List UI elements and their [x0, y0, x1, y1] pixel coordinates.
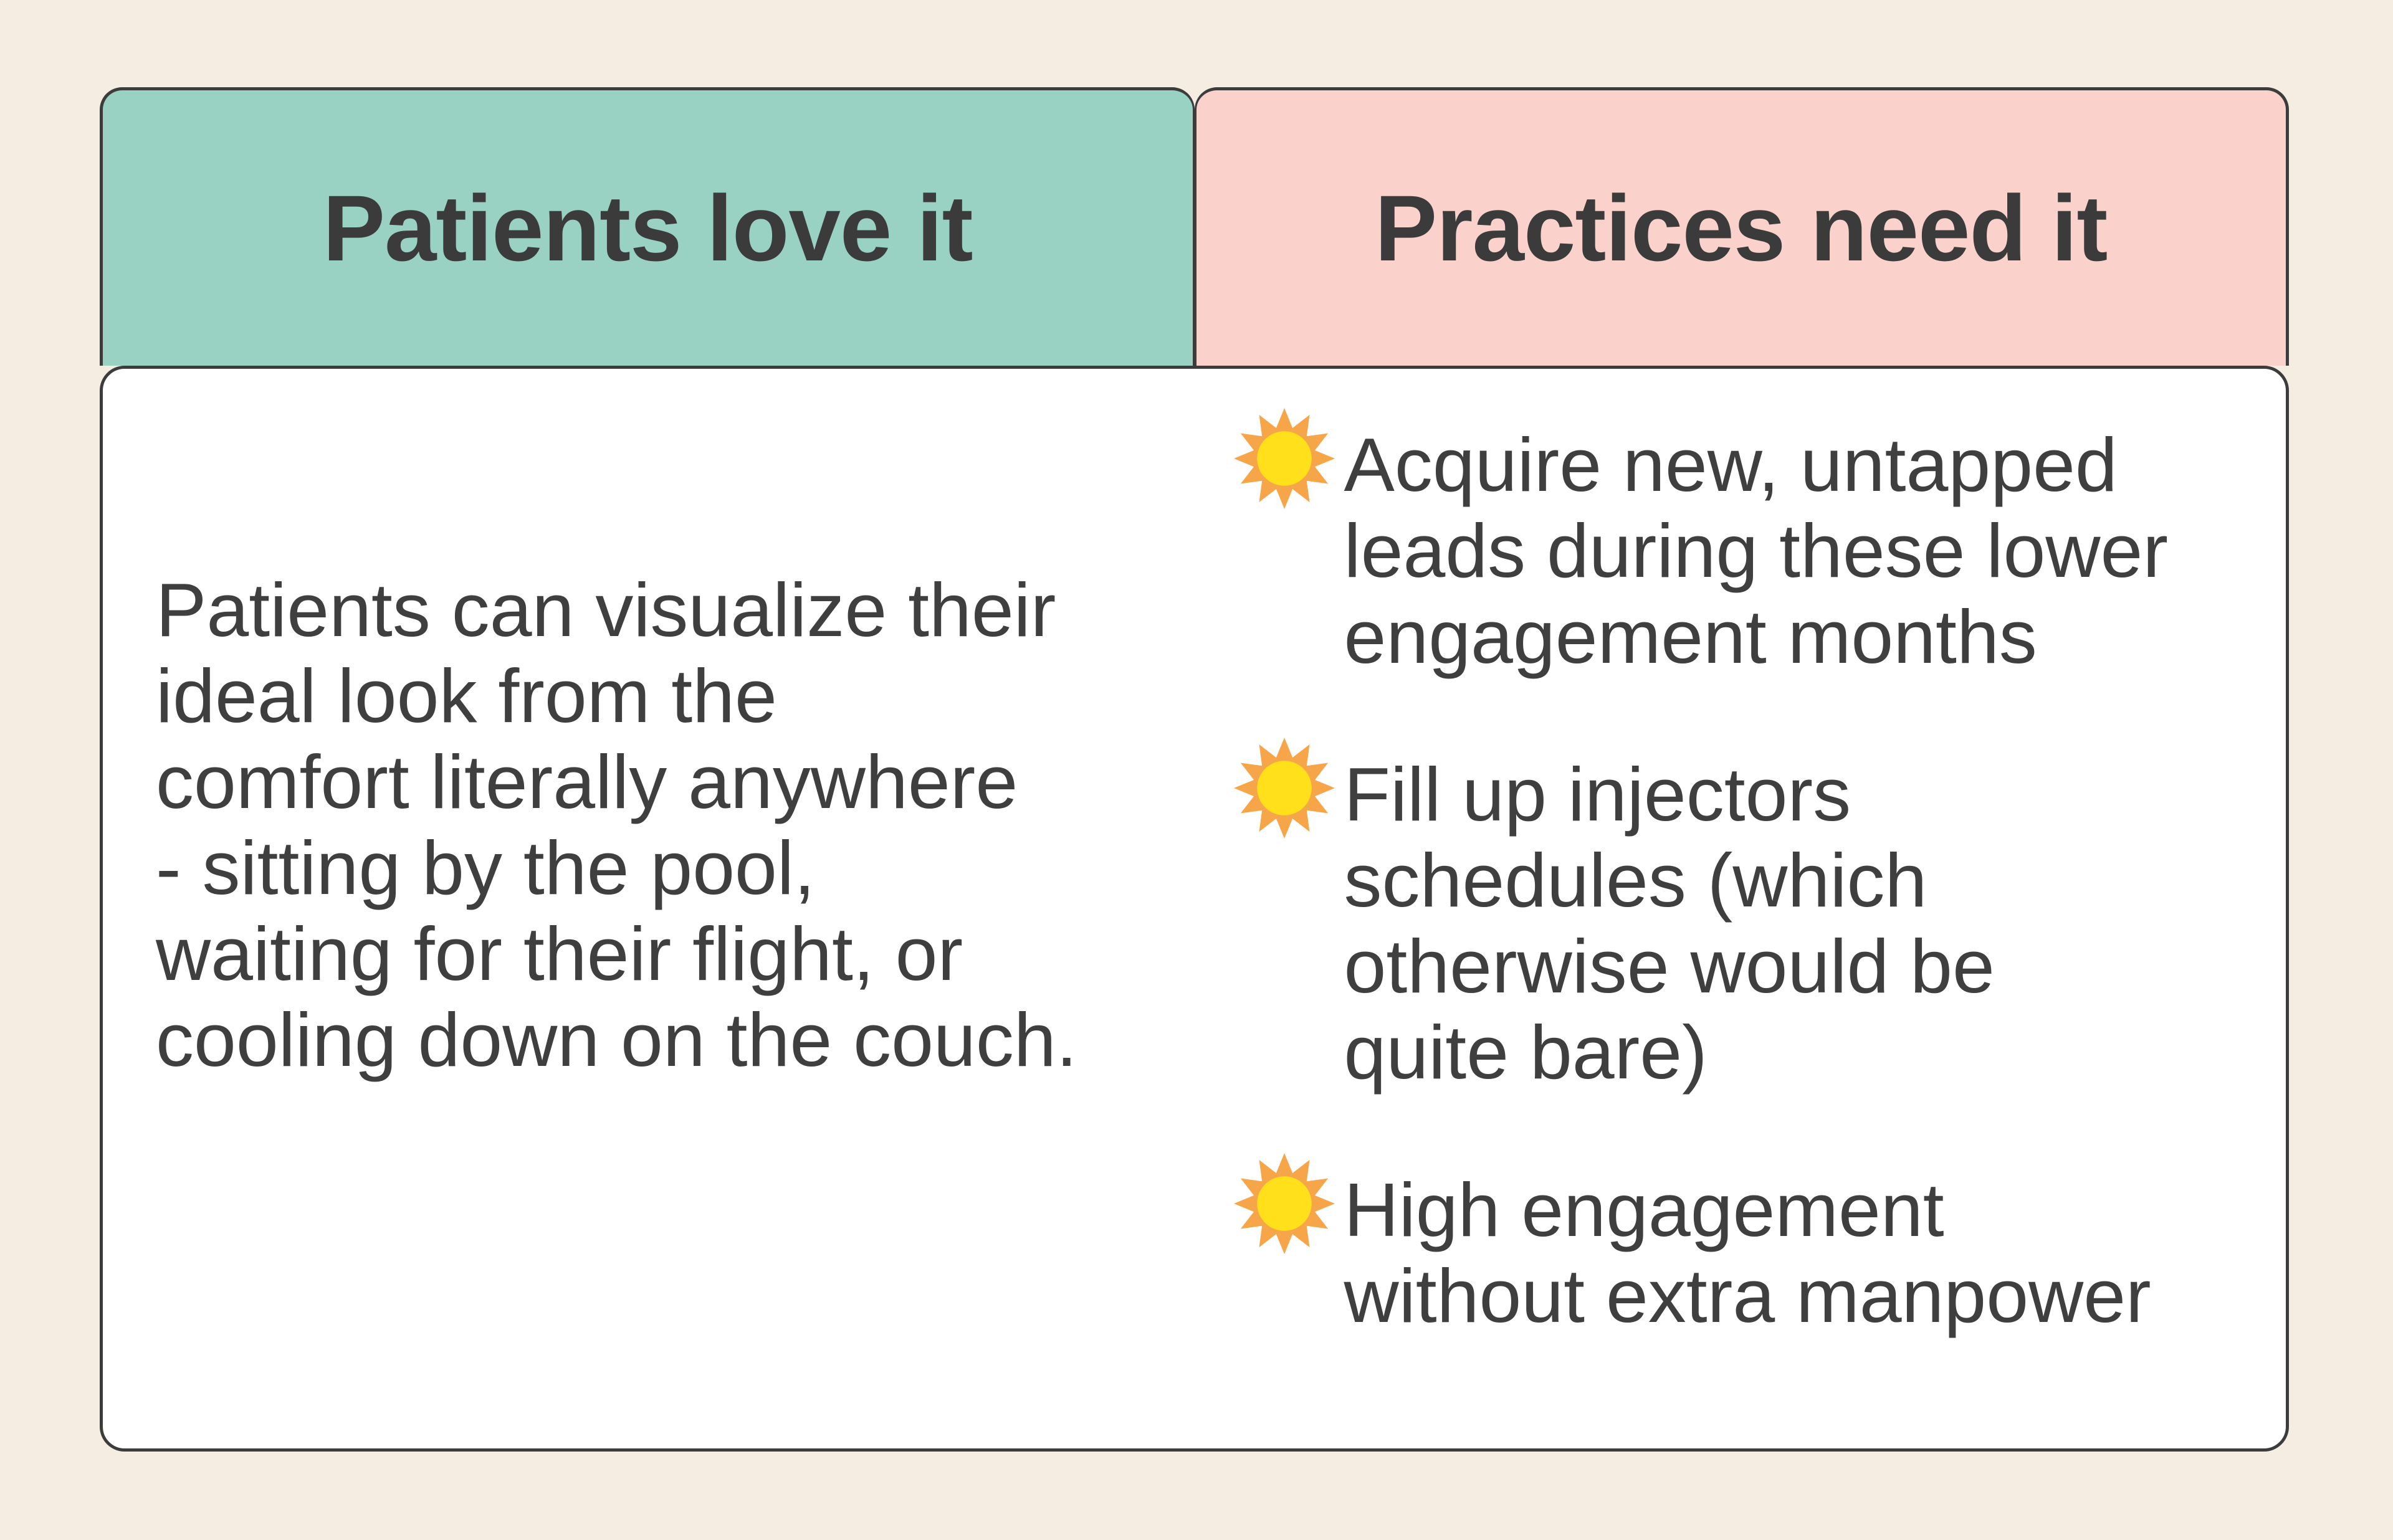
- tab-practices-need-it: Practices need it: [1194, 87, 2289, 366]
- tab-patients-label: Patients love it: [322, 176, 973, 280]
- bullet-item-high-engagement: High engagement without extra manpower: [1233, 1153, 2262, 1339]
- bullet-text: Acquire new, untapped leads during these…: [1344, 422, 2168, 679]
- tab-patients-love-it: Patients love it: [100, 87, 1195, 366]
- bullet-item-fill-schedules: Fill up injectors schedules (which other…: [1233, 738, 2262, 1095]
- tab-practices-label: Practices need it: [1375, 176, 2108, 280]
- sun-icon: [1233, 1153, 1335, 1254]
- bullet-item-acquire-leads: Acquire new, untapped leads during these…: [1233, 408, 2262, 680]
- patients-paragraph: Patients can visualize their ideal look …: [156, 568, 1077, 1082]
- sun-icon: [1233, 738, 1335, 839]
- bullet-text: High engagement without extra manpower: [1344, 1167, 2151, 1338]
- bullet-text: Fill up injectors schedules (which other…: [1344, 752, 1995, 1095]
- sun-icon: [1233, 408, 1335, 509]
- practices-bullet-list: Acquire new, untapped leads during these…: [1233, 408, 2262, 1339]
- patients-column: Patients can visualize their ideal look …: [103, 369, 1202, 1448]
- comparison-panel: Patients love it Practices need it Patie…: [100, 87, 2289, 1452]
- tab-row: Patients love it Practices need it: [100, 87, 2289, 366]
- practices-column: Acquire new, untapped leads during these…: [1202, 369, 2286, 1448]
- content-card: Patients can visualize their ideal look …: [100, 366, 2289, 1452]
